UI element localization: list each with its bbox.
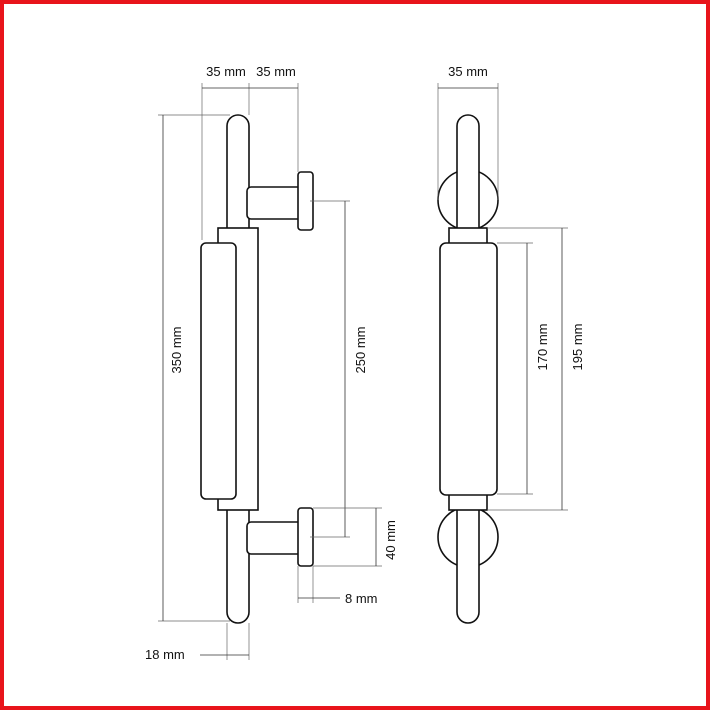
label-side-total-height: 350 mm xyxy=(169,327,184,374)
label-front-collar-span: 195 mm xyxy=(570,324,585,371)
label-side-base-thickness: 8 mm xyxy=(345,591,378,606)
label-side-base-height: 40 mm xyxy=(383,520,398,560)
side-view-handle xyxy=(200,114,314,624)
front-grip xyxy=(439,242,498,496)
label-side-bar-diameter: 18 mm xyxy=(145,647,185,662)
label-front-top-width: 35 mm xyxy=(448,64,488,79)
side-view-dimensions: 35 mm 35 mm 350 mm 250 mm 40 mm 8 mm 18 … xyxy=(145,64,398,662)
label-side-top-left: 35 mm xyxy=(206,64,246,79)
side-lower-standoff xyxy=(246,521,304,555)
label-front-grip-length: 170 mm xyxy=(535,324,550,371)
label-side-mount-spacing: 250 mm xyxy=(353,327,368,374)
technical-drawing: 35 mm 35 mm 350 mm 250 mm 40 mm 8 mm 18 … xyxy=(145,64,585,662)
side-upper-standoff xyxy=(246,186,304,220)
front-view-handle xyxy=(437,114,499,624)
front-lower-collar xyxy=(448,493,488,511)
front-view-dimensions: 35 mm 170 mm 195 mm xyxy=(437,64,585,511)
side-grip xyxy=(200,242,237,500)
label-side-top-right: 35 mm xyxy=(256,64,296,79)
